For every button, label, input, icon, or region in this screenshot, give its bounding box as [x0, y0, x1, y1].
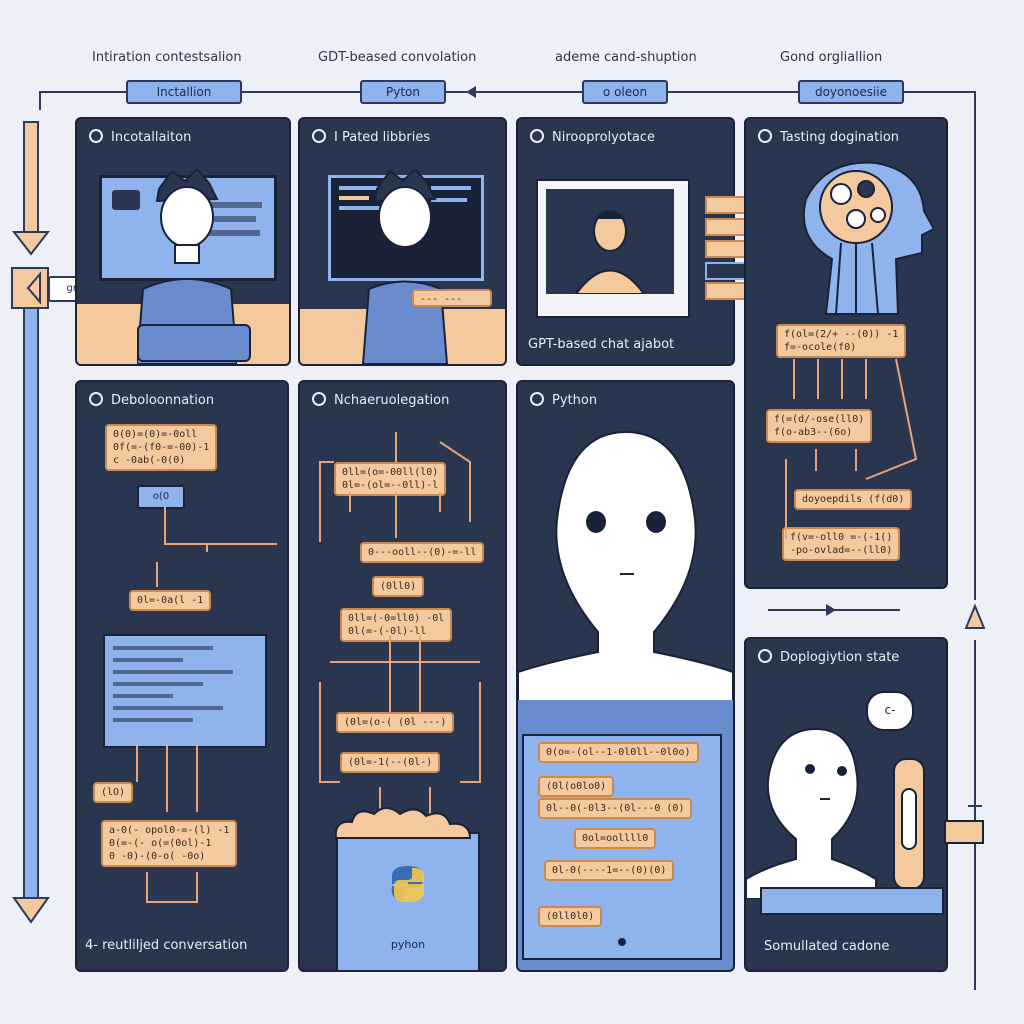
debug-code-4: a-0(- opol0-=-(l) -1 0(=-(- o(=(0ol)-1 0…	[101, 820, 238, 867]
test-code-3: doyoepdils (f(d0)	[794, 489, 913, 510]
panel-debug-title: Deboloonnation	[89, 392, 214, 408]
panel-installation-title: Incotallaiton	[89, 129, 191, 145]
py-code-2: (0l(o0lo0)	[538, 776, 615, 797]
panel-deployment-title: Doplogiytion state	[758, 649, 899, 665]
py-code-4: 0ol=oollll0	[574, 828, 657, 849]
bot-person	[574, 210, 646, 295]
test-code-4: f(v=-oll0 =-(-1() -po-ovlad=--(ll0)	[782, 527, 901, 561]
flow-code-6: (0l=-1(--(0l-)	[340, 752, 441, 773]
python-box: pyhon	[336, 832, 480, 970]
tag-installation: Inctallion	[126, 80, 242, 104]
py-code-6: (0ll0l0)	[538, 906, 603, 927]
tag-python: Pyton	[360, 80, 446, 104]
debug-code-3: (lO)	[93, 782, 134, 803]
panel-libraries: I Pated libbries --- ---	[298, 117, 507, 366]
panel-deployment: Doplogiytion state c- Somullated cadone	[744, 637, 948, 972]
py-code-3: 0l--0(-0l3--(0l---0 (0)	[538, 798, 693, 819]
panel-chatbot: Nirooprolyotace GPT-based chat ajabot	[516, 117, 735, 366]
test-code-2: f(=(d/-ose(ll0) f(o-ab3--(6o)	[766, 409, 873, 443]
tag-deployable: doyonoesiie	[798, 80, 904, 104]
chatbot-caption: GPT-based chat ajabot	[528, 337, 675, 352]
debug-caption: 4- reutliljed conversation	[85, 938, 248, 953]
side-plug	[944, 820, 984, 844]
home-dot	[618, 938, 626, 946]
tag-oleon: o oleon	[582, 80, 668, 104]
python-clouds	[334, 807, 472, 839]
py-code-1: 0(o=-(ol--1-0l0ll--0l0o)	[538, 742, 699, 763]
deploy-bar	[760, 887, 944, 915]
test-flow-arrows	[785, 358, 918, 539]
debug-chip: o(0	[137, 485, 185, 509]
debug-flow-arrows	[136, 507, 277, 903]
debug-code-1: 0(0)=(0)=-0oll 0f(=-(f0-=-00)-1 c -0ab(-…	[105, 424, 218, 471]
panel-python: Python 0(o=-(ol--1-0l0ll--0l0o) (0l(o0lo…	[516, 380, 735, 972]
panel-libraries-title: I Pated libbries	[312, 129, 430, 145]
panel-testing-title: Tasting dogination	[758, 129, 899, 145]
debug-editor	[103, 634, 267, 748]
python-label: pyhon	[390, 938, 426, 951]
panel-debug: Deboloonnation 0(0)=(0)=-0oll 0f(=-(f0-=…	[75, 380, 289, 972]
person-back-avatar	[361, 169, 449, 364]
flow-code-3: (0ll0)	[372, 576, 425, 597]
python-logo-icon	[391, 866, 425, 902]
py-code-5: 0l-0(----1=--(0)(0)	[544, 860, 675, 881]
ai-face-avatar	[518, 430, 733, 702]
chair	[137, 324, 251, 362]
library-note: --- ---	[412, 289, 492, 307]
panel-python-title: Python	[530, 392, 597, 408]
panel-testing: Tasting dogination f(ol=(2/+ --(0)) -1 f…	[744, 117, 948, 589]
speech-bubble: c-	[866, 691, 914, 731]
flow-code-1: 0ll=(o=-00ll(l0) 0l=-(ol=--0ll)-l	[334, 462, 447, 496]
panel-flow-title: Nchaeruolegation	[312, 392, 449, 408]
top-label-2: GDT-beased convolation	[318, 50, 477, 65]
flow-code-2: 0---ooll--(0)-=-ll	[360, 542, 485, 563]
top-label-1: Intiration contestsalion	[92, 50, 242, 65]
test-code-1: f(ol=(2/+ --(0)) -1 f=-ocole(f0)	[776, 324, 907, 358]
python-chat-window: 0(o=-(ol--1-0l0ll--0l0o) (0l(o0lo0) 0l--…	[522, 734, 722, 960]
panel-installation: Incotallaiton	[75, 117, 291, 366]
top-label-4: Gond orgliallion	[780, 50, 883, 65]
debug-code-2: 0l=-0a(l -1	[129, 590, 212, 611]
flow-code-5: (0l=(o-( (0l ---)	[336, 712, 455, 733]
panel-flow: Nchaeruolegation 0ll=(o=-00ll(l0) 0l=-(o…	[298, 380, 507, 972]
flow-code-4: 0ll=(-0=ll0) -0l 0l(=-(-0l)-ll	[340, 608, 453, 642]
top-label-3: ademe cand-shuption	[555, 50, 697, 65]
deployment-caption: Somullated cadone	[764, 939, 890, 954]
panel-chatbot-title: Nirooprolyotace	[530, 129, 655, 145]
deployed-robot-avatar	[746, 727, 925, 899]
chatbot-screen-frame	[536, 179, 690, 318]
brain-head-icon	[802, 161, 936, 315]
